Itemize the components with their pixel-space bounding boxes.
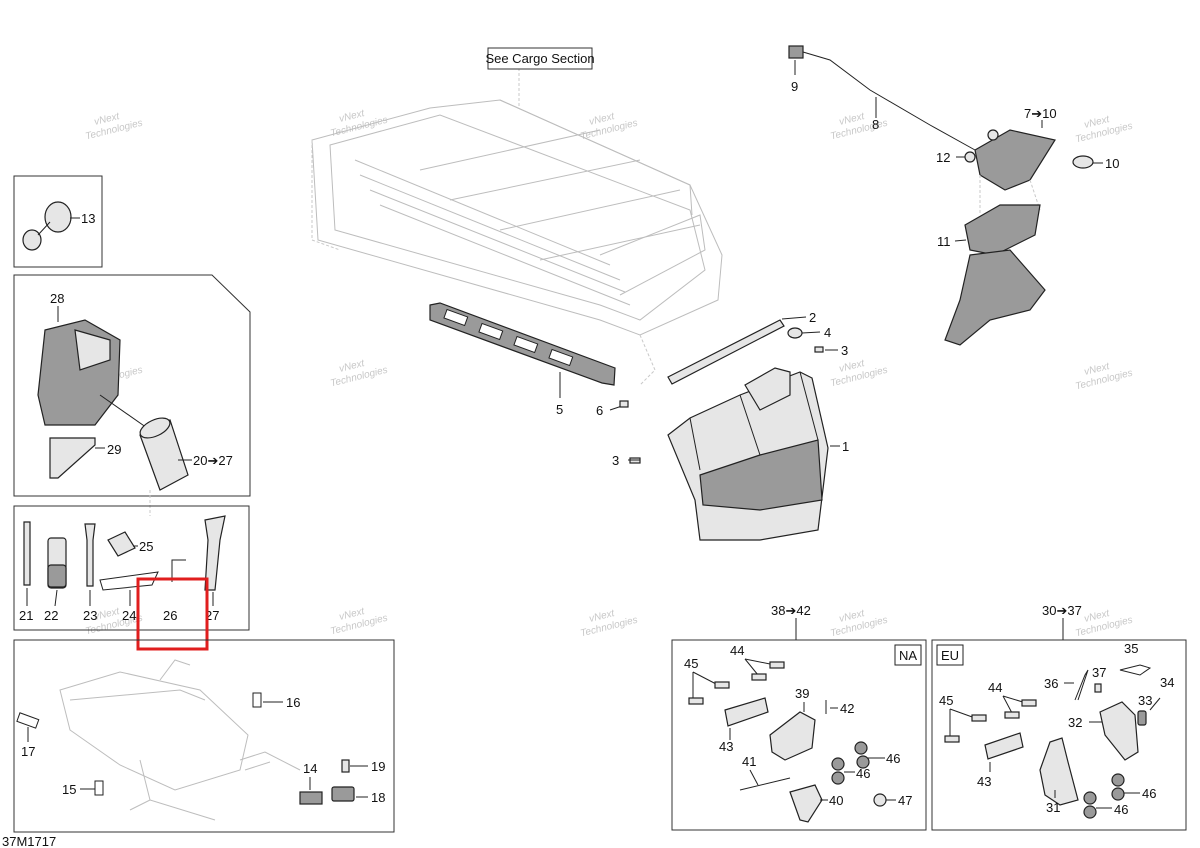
callout-27: 27: [205, 608, 219, 623]
callout-18: 18: [371, 790, 385, 805]
callout-46-eu-1: 46: [1114, 802, 1128, 817]
region-tag-eu: EU: [941, 648, 959, 663]
callout-46-eu-2: 46: [1142, 786, 1156, 801]
callout-32: 32: [1068, 715, 1082, 730]
callout-25: 25: [139, 539, 153, 554]
callout-38-42: 38➔42: [771, 603, 811, 618]
callout-26: 26: [163, 608, 177, 623]
callout-17: 17: [21, 744, 35, 759]
callout-16: 16: [286, 695, 300, 710]
callout-14: 14: [303, 761, 317, 776]
callout-22: 22: [44, 608, 58, 623]
highlight-box-26: [136, 577, 209, 651]
callout-23: 23: [83, 608, 97, 623]
callout-12: 12: [936, 150, 950, 165]
callout-40: 40: [829, 793, 843, 808]
callout-34: 34: [1160, 675, 1174, 690]
box-na-hitch: 38➔42 NA 45 44 43 39 42 41 40 46 46 47: [671, 603, 927, 831]
callout-44-na: 44: [730, 643, 744, 658]
box-13: 13: [13, 175, 103, 268]
see-cargo-section-box: [487, 47, 593, 70]
callout-37: 37: [1092, 665, 1106, 680]
callout-46-na-2: 46: [856, 766, 870, 781]
callout-45-eu: 45: [939, 693, 953, 708]
callout-24: 24: [122, 608, 136, 623]
part-1-snow-flap: 1 2 4 3 3: [612, 310, 849, 541]
callout-1: 1: [842, 439, 849, 454]
callout-4: 4: [824, 325, 831, 340]
callout-5: 5: [556, 402, 563, 417]
callout-2: 2: [809, 310, 816, 325]
callout-11: 11: [937, 234, 951, 249]
callout-3-top: 3: [841, 343, 848, 358]
callout-46-na-1: 46: [886, 751, 900, 766]
callout-3-bottom: 3: [612, 453, 619, 468]
callout-29: 29: [107, 442, 121, 457]
callout-30-37: 30➔37: [1042, 603, 1082, 618]
box-tools: 21 22 23 24 25 26 27: [13, 505, 250, 631]
callout-28: 28: [50, 291, 64, 306]
callout-39: 39: [795, 686, 809, 701]
callout-7-10: 7➔10: [1024, 106, 1057, 121]
callout-42: 42: [840, 701, 854, 716]
callout-36: 36: [1044, 676, 1058, 691]
callout-13: 13: [81, 211, 95, 226]
callout-35: 35: [1124, 641, 1138, 656]
callout-43-eu: 43: [977, 774, 991, 789]
callout-44-eu: 44: [988, 680, 1002, 695]
region-tag-na: NA: [899, 648, 917, 663]
callout-19: 19: [371, 759, 385, 774]
callout-47: 47: [898, 793, 912, 808]
part-5-side-rail: 5 6: [429, 302, 629, 418]
callout-6: 6: [596, 403, 603, 418]
callout-15: 15: [62, 782, 76, 797]
callout-8: 8: [872, 117, 879, 132]
callout-45-na: 45: [684, 656, 698, 671]
callout-21: 21: [19, 608, 33, 623]
box-decals: 17 15 16 14 18 19: [13, 639, 395, 833]
box-eu-hitch: 30➔37 EU 45 44 43 31 46 46 32 33 34 35 3…: [931, 603, 1187, 831]
drawing-code: 37M1717: [2, 834, 56, 848]
cargo-rack-ghost: See Cargo Section: [311, 47, 723, 386]
see-cargo-section-label: See Cargo Section: [485, 51, 594, 66]
callout-10: 10: [1105, 156, 1119, 171]
callout-9: 9: [791, 79, 798, 94]
callout-20-27: 20➔27: [193, 453, 233, 468]
callout-43-na: 43: [719, 739, 733, 754]
taillight-assembly: 9 8 12 7➔10 10 11: [788, 45, 1119, 346]
callout-31: 31: [1046, 800, 1060, 815]
callout-41: 41: [742, 754, 756, 769]
box-toolkit-bag: 28 29 20➔27: [13, 274, 251, 516]
callout-33: 33: [1138, 693, 1152, 708]
